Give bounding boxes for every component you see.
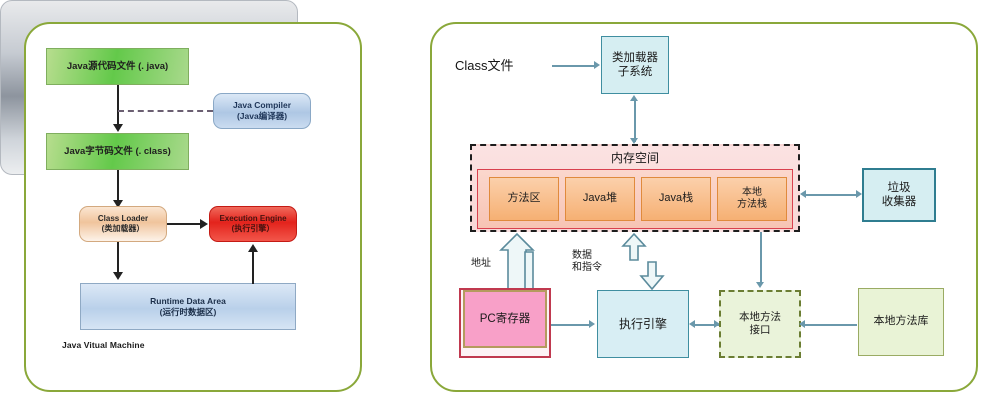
data-instructions-label-2: 和指令: [572, 262, 602, 273]
arrow-source-to-bytecode: [117, 85, 119, 125]
arrowhead-classloader-to-engine: [200, 219, 208, 229]
arrowhead-engine-to-interface: [714, 320, 720, 328]
line-engine-to-interface: [695, 324, 719, 326]
native-method-interface-node: 本地方法 接口: [719, 290, 801, 358]
memory-cell-java-stack-label: Java栈: [658, 192, 694, 205]
java-source-file-label: Java源代码文件 (. java): [66, 60, 169, 72]
arrow-bytecode-to-classloader: [117, 170, 119, 208]
line-library-to-interface: [805, 324, 857, 326]
runtime-data-area-label-zh: (运行时数据区): [159, 306, 217, 317]
class-loader-node: Class Loader (类加载器）: [79, 206, 167, 242]
line-pc-to-engine: [551, 324, 591, 326]
line-subsystem-to-memory: [634, 100, 636, 142]
arrowhead-memory-to-gc: [856, 190, 862, 198]
java-compiler-label-zh: (Java编译器): [236, 111, 288, 121]
garbage-collector-label-2: 收集器: [881, 196, 917, 208]
classloader-subsystem-label-2: 子系统: [617, 66, 653, 78]
native-method-interface-label-1: 本地方法: [739, 310, 781, 323]
execution-engine-node: Execution Engine (执行引擎）: [209, 206, 297, 242]
garbage-collector-node: 垃圾 收集器: [862, 168, 936, 222]
memory-cell-java-stack: Java栈: [641, 177, 711, 221]
class-loader-label-zh: (类加载器）: [101, 224, 145, 233]
arrowhead-memory-to-subsystem: [630, 95, 638, 101]
class-file-text: Class文件: [455, 57, 514, 73]
java-bytecode-file-node: Java字节码文件 (. class): [46, 133, 189, 170]
arrowhead-gc-to-memory: [800, 190, 806, 198]
line-classfile-to-subsystem: [552, 65, 596, 67]
runtime-data-area-node: Runtime Data Area (运行时数据区): [80, 283, 296, 330]
arrowhead-classloader-to-runtime: [113, 272, 123, 280]
memory-cell-method-area-label: 方法区: [507, 192, 541, 205]
execution-engine-right-node: 执行引擎: [597, 290, 689, 358]
arrowhead-subsystem-to-memory: [630, 138, 638, 144]
jvm-label: Java Vitual Machine: [62, 340, 145, 350]
data-instructions-label: 数据 和指令: [572, 250, 602, 274]
arrowhead-library-to-interface: [799, 320, 805, 328]
line-memory-to-gc: [806, 194, 858, 196]
address-label-text: 地址: [471, 258, 491, 269]
memory-space-label: 内存空间: [610, 151, 659, 165]
execution-engine-right-label: 执行引擎: [618, 316, 667, 331]
class-file-label: Class文件: [455, 55, 560, 77]
java-bytecode-file-label: Java字节码文件 (. class): [64, 145, 171, 157]
arrow-classloader-to-engine: [167, 223, 201, 225]
arrowhead-pc-to-engine: [589, 320, 595, 328]
line-nativestack-to-interface: [760, 232, 762, 284]
memory-cell-native-method-stack-label-1: 本地: [742, 186, 762, 198]
classloader-subsystem-node: 类加载器 子系统: [601, 36, 669, 94]
classloader-subsystem-label-1: 类加载器: [612, 51, 658, 64]
memory-cell-java-heap-label: Java堆: [582, 192, 618, 205]
execution-engine-label-en: Execution Engine: [219, 214, 287, 223]
pc-register-node: PC寄存器: [463, 290, 547, 348]
memory-cell-native-method-stack: 本地 方法栈: [717, 177, 787, 221]
native-method-library-label: 本地方法库: [873, 315, 929, 328]
native-method-library-node: 本地方法库: [858, 288, 944, 356]
arrowhead-runtime-to-engine: [248, 244, 258, 252]
class-loader-label-en: Class Loader: [97, 214, 149, 223]
memory-cell-native-method-stack-label-2: 方法栈: [737, 199, 767, 210]
memory-cell-method-area: 方法区: [489, 177, 559, 221]
arrowhead-classfile-to-subsystem: [594, 61, 600, 69]
garbage-collector-label-1: 垃圾: [887, 181, 911, 194]
arrow-runtime-to-engine: [252, 250, 254, 284]
arrowhead-source-to-bytecode: [113, 124, 123, 132]
block-arrow-data-instructions: [621, 232, 665, 291]
arrowhead-interface-to-engine: [689, 320, 695, 328]
memory-cell-java-heap: Java堆: [565, 177, 635, 221]
data-instructions-label-1: 数据: [572, 250, 592, 261]
java-compiler-node: Java Compiler (Java编译器): [213, 93, 311, 129]
runtime-data-area-label-en: Runtime Data Area: [150, 295, 226, 306]
pc-register-label: PC寄存器: [479, 312, 531, 325]
java-source-file-node: Java源代码文件 (. java): [46, 48, 189, 85]
java-compiler-label-en: Java Compiler: [232, 100, 292, 111]
native-method-interface-label-2: 接口: [749, 324, 771, 336]
execution-engine-label-zh: (执行引擎）: [231, 224, 275, 233]
compiler-dashed-connector: [118, 110, 213, 112]
address-label: 地址: [471, 258, 491, 270]
arrowhead-bytecode-to-classloader: [113, 200, 123, 208]
block-arrow-address-up-2: [524, 251, 534, 290]
arrow-classloader-to-runtime: [117, 242, 119, 274]
arrowhead-nativestack-to-interface: [756, 282, 764, 288]
